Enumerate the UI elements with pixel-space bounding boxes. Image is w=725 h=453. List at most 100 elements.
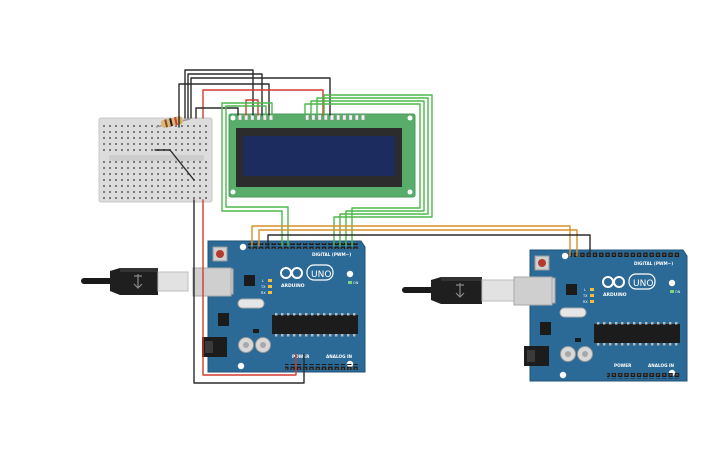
power-header-label: POWER: [614, 363, 632, 368]
chip-pin: [347, 334, 350, 337]
chip-pin: [603, 343, 606, 346]
lcd-module[interactable]: [228, 113, 416, 198]
chip-pin: [335, 313, 338, 316]
chip-pin: [353, 313, 356, 316]
chip-pin: [275, 334, 278, 337]
wire-black[interactable]: [178, 83, 270, 128]
wire-green[interactable]: [221, 102, 273, 116]
chip-pin: [275, 313, 278, 316]
wire-black[interactable]: [187, 73, 263, 119]
chip-pin: [657, 322, 660, 325]
wire-red[interactable]: [202, 89, 324, 119]
tx-label: TX: [260, 285, 266, 289]
chip-pin: [311, 313, 314, 316]
chip-pin: [293, 313, 296, 316]
wire-green[interactable]: [225, 105, 267, 116]
capacitor-top: [260, 342, 266, 348]
chip-pin: [347, 313, 350, 316]
analog-header[interactable]: [321, 364, 358, 370]
lcd-pin: [330, 114, 334, 121]
analog-header-label: ANALOG IN: [326, 354, 353, 359]
chip-pin: [675, 322, 678, 325]
capacitor-top: [582, 351, 588, 357]
chip-pin: [615, 322, 618, 325]
chip-pin: [621, 343, 624, 346]
chip-pin: [609, 322, 612, 325]
breadboard[interactable]: [98, 117, 213, 203]
lcd-pin: [244, 114, 249, 121]
lcd-pin: [256, 114, 261, 121]
wire-black[interactable]: [190, 77, 331, 119]
l-led: [268, 279, 272, 282]
crystal: [237, 298, 265, 309]
chip-pin: [633, 322, 636, 325]
chip-pin: [645, 343, 648, 346]
regulator: [540, 322, 551, 335]
lcd-pin: [311, 114, 316, 121]
chip-pin: [353, 334, 356, 337]
chip-pin: [633, 343, 636, 346]
lcd-pin: [238, 114, 242, 121]
crystal: [559, 307, 587, 318]
lcd-pin: [342, 114, 347, 121]
on-led: [348, 281, 352, 284]
wire-black[interactable]: [154, 149, 195, 181]
usb-cable-2[interactable]: [402, 276, 553, 306]
wire-black[interactable]: [195, 107, 239, 119]
analog-header[interactable]: [643, 373, 680, 379]
atmega-chip: [272, 315, 358, 334]
chip-pin: [317, 313, 320, 316]
chip-pin: [609, 343, 612, 346]
lcd-pin: [355, 114, 359, 121]
arduino-brand-label: ARDUINO: [281, 283, 305, 289]
usb-chip: [566, 284, 577, 295]
arduino-brand-label: ARDUINO: [603, 292, 627, 298]
chip-pin: [675, 343, 678, 346]
power-header[interactable]: [607, 373, 655, 379]
on-label: ON: [675, 290, 681, 294]
chip-pin: [603, 322, 606, 325]
on-led: [670, 290, 674, 293]
arduino-logo-icon: [602, 276, 625, 288]
mounting-hole: [237, 362, 245, 370]
wire-red[interactable]: [245, 99, 259, 116]
wire-orange[interactable]: [251, 225, 571, 257]
reset-button-cap[interactable]: [216, 250, 224, 258]
digital-header[interactable]: [248, 243, 358, 249]
chip-pin: [639, 322, 642, 325]
wire-green[interactable]: [323, 94, 433, 247]
lcd-screen: [243, 136, 395, 176]
wire-black[interactable]: [184, 69, 254, 119]
chip-pin: [657, 343, 660, 346]
wire-orange[interactable]: [258, 229, 578, 257]
l-label: L: [262, 279, 264, 283]
wire-red[interactable]: [202, 199, 297, 376]
reset-button-cap[interactable]: [538, 259, 546, 267]
chip-pin: [597, 322, 600, 325]
wire-green[interactable]: [221, 112, 283, 247]
power-jack-inner: [205, 341, 213, 353]
wire-black[interactable]: [267, 234, 591, 257]
usb-cable-1[interactable]: [81, 267, 232, 297]
digital-header[interactable]: [570, 252, 680, 258]
chip-pin: [287, 313, 290, 316]
chip-pin: [639, 343, 642, 346]
chip-pin: [317, 334, 320, 337]
mounting-hole: [668, 279, 676, 287]
chip-pin: [663, 343, 666, 346]
chip-pin: [293, 334, 296, 337]
chip-pin: [341, 313, 344, 316]
wire-black[interactable]: [193, 199, 305, 384]
chip-pin: [621, 322, 624, 325]
chip-pin: [305, 313, 308, 316]
wire-green[interactable]: [316, 97, 429, 247]
chip-pin: [329, 313, 332, 316]
chip-pin: [645, 322, 648, 325]
chip-pin: [329, 334, 332, 337]
chip-pin: [311, 334, 314, 337]
power-header[interactable]: [285, 364, 333, 370]
analog-header-label: ANALOG IN: [648, 363, 675, 368]
